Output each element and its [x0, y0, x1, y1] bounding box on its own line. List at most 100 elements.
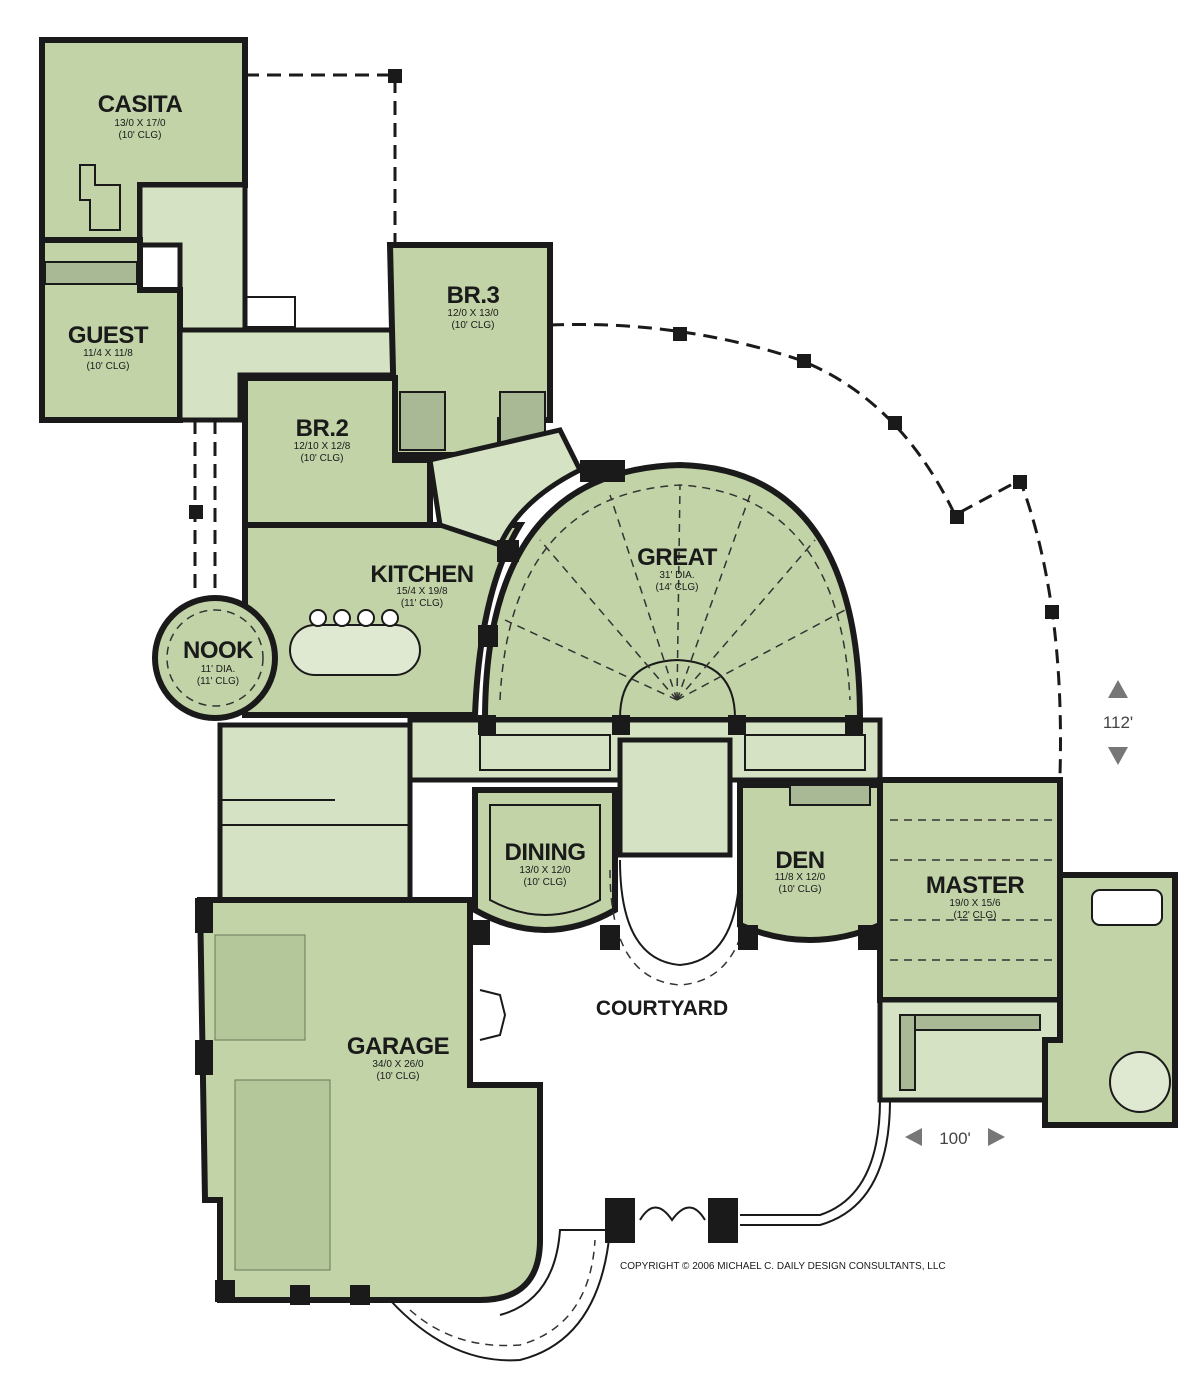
den-dim: 11/8 X 12/0	[775, 872, 826, 883]
br2-label: BR.2 12/10 X 12/8 (10' CLG)	[294, 415, 351, 464]
courtyard-wall	[740, 1099, 881, 1216]
arrow-down-icon	[1108, 747, 1128, 765]
kitchen-label: KITCHEN 15/4 X 19/8 (11' CLG)	[370, 561, 474, 609]
den-label: DEN 11/8 X 12/0 (10' CLG)	[775, 847, 826, 895]
dining-inner	[489, 804, 601, 916]
garage-bay	[234, 1079, 331, 1271]
patio-post	[950, 510, 964, 524]
dining-room	[472, 787, 618, 933]
den-name: DEN	[775, 847, 824, 874]
bathtub	[244, 296, 296, 328]
arrow-up-icon	[1108, 680, 1128, 698]
nook-label: NOOK 11' DIA. (11' CLG)	[183, 637, 255, 687]
arrow-right-icon	[988, 1128, 1005, 1146]
patio-post	[189, 505, 203, 519]
great-ceiling-beams	[504, 484, 846, 701]
guest-dim: 11/4 X 11/8	[83, 348, 133, 359]
br2-clg: (10' CLG)	[300, 453, 343, 464]
casita-label: CASITA 13/0 X 17/0 (10' CLG)	[98, 91, 183, 141]
br2-name: BR.2	[296, 415, 349, 442]
closet-rod	[899, 1014, 1041, 1031]
patio-post	[1013, 475, 1027, 489]
casita-patio-outline	[245, 73, 397, 250]
kitchen-island	[289, 624, 421, 676]
wall-piers	[195, 460, 878, 1305]
bar-stool	[309, 609, 327, 627]
fountain	[479, 989, 507, 1041]
garage-clg: (10' CLG)	[376, 1071, 419, 1082]
dining-name: DINING	[505, 839, 586, 866]
depth-dimension: 112'	[1103, 680, 1133, 765]
dining-dim: 13/0 X 12/0	[519, 865, 571, 876]
kitchen-dim: 15/4 X 19/8	[396, 586, 448, 597]
utility-room	[217, 722, 413, 903]
master-tub	[1091, 889, 1163, 926]
guest-clg: (10' CLG)	[86, 361, 129, 372]
casita-clg: (10' CLG)	[118, 130, 161, 141]
great-label: GREAT 31' DIA. (14' CLG)	[637, 544, 718, 593]
master-dim: 19/0 X 15/6	[949, 898, 1001, 909]
master-shower	[1109, 1051, 1171, 1113]
master-clg: (12' CLG)	[953, 910, 996, 921]
garage-label: GARAGE 34/0 X 26/0 (10' CLG)	[347, 1033, 450, 1082]
garage-dim: 34/0 X 26/0	[372, 1059, 424, 1070]
den-shelf	[789, 784, 871, 806]
dining-clg: (10' CLG)	[523, 877, 566, 888]
nook-room	[152, 595, 278, 721]
patio-post	[1045, 605, 1059, 619]
br3-closet	[399, 391, 446, 451]
foyer	[617, 737, 733, 858]
br3-dim: 12/0 X 13/0	[447, 308, 499, 319]
patio-post	[673, 327, 687, 341]
arrow-left-icon	[905, 1128, 922, 1146]
entry-arch	[619, 859, 741, 967]
casita-kitchenette	[79, 164, 121, 231]
gate-pier	[605, 1198, 635, 1243]
courtyard-wall	[740, 1099, 891, 1226]
gallery-panel	[744, 734, 866, 771]
garage-name: GARAGE	[347, 1033, 450, 1060]
br3-clg: (10' CLG)	[451, 320, 494, 331]
gate-pier	[708, 1198, 738, 1243]
width-value: 100'	[939, 1129, 971, 1148]
copyright-text: COPYRIGHT © 2006 MICHAEL C. DAILY DESIGN…	[620, 1261, 946, 1272]
patio-post	[388, 69, 402, 83]
nook-clg: (11' CLG)	[197, 676, 239, 687]
br3-name: BR.3	[447, 282, 500, 309]
guest-name: GUEST	[68, 322, 149, 349]
nook-inner-line	[166, 609, 264, 707]
br3-label: BR.3 12/0 X 13/0 (10' CLG)	[447, 282, 500, 331]
nook-dim: 11' DIA.	[201, 664, 236, 675]
bar-stool	[357, 609, 375, 627]
casita-dim: 13/0 X 17/0	[114, 118, 166, 129]
great-name: GREAT	[637, 544, 718, 571]
great-dim: 31' DIA.	[659, 570, 694, 581]
dining-label: DINING 13/0 X 12/0 (10' CLG)	[505, 839, 587, 888]
great-clg: (14' CLG)	[655, 582, 698, 593]
kitchen-name: KITCHEN	[370, 561, 473, 588]
bar-stool	[381, 609, 399, 627]
depth-value: 112'	[1103, 713, 1133, 732]
gallery-panel	[479, 734, 611, 771]
closet-rod	[899, 1014, 916, 1091]
master-label: MASTER 19/0 X 15/6 (12' CLG)	[926, 872, 1025, 921]
courtyard-label: COURTYARD	[596, 997, 728, 1020]
width-dimension: 100'	[905, 1128, 1005, 1148]
patio-post	[888, 416, 902, 430]
exterior-stair-inner	[409, 1239, 596, 1347]
casita-name: CASITA	[98, 91, 183, 118]
br2-dim: 12/10 X 12/8	[294, 441, 351, 452]
patio-post	[797, 354, 811, 368]
bar-stool	[333, 609, 351, 627]
garage-bay	[214, 934, 306, 1041]
great-center-arc	[619, 658, 736, 719]
kitchen-clg: (11' CLG)	[401, 598, 443, 609]
great-room	[481, 461, 864, 723]
guest-label: GUEST 11/4 X 11/8 (10' CLG)	[68, 322, 150, 372]
master-name: MASTER	[926, 872, 1025, 899]
guest-closet	[44, 261, 138, 285]
exterior-stair	[389, 1229, 612, 1362]
nook-name: NOOK	[183, 637, 254, 664]
den-clg: (10' CLG)	[778, 884, 821, 895]
